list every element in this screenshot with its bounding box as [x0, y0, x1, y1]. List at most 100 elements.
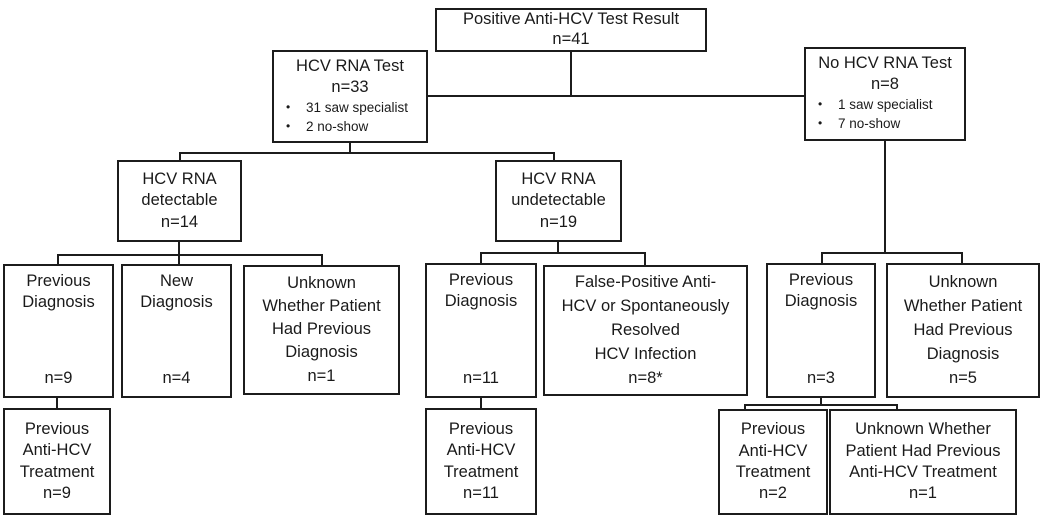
- node-positive-anti-hcv: Positive Anti-HCV Test Result n=41: [435, 8, 707, 52]
- node-previous-treatment-undetectable: Previous Anti-HCV Treatment n=11: [425, 408, 537, 515]
- node-lines: New Diagnosis: [125, 271, 228, 314]
- node-unknown-previous-diagnosis-no-test: Unknown Whether Patient Had Previous Dia…: [886, 263, 1040, 398]
- node-hcv-rna-detectable: HCV RNA detectable n=14: [117, 160, 242, 242]
- node-line: Patient Had Previous: [845, 441, 1001, 460]
- connector-line: [428, 95, 805, 97]
- node-false-positive-or-resolved: False-Positive Anti- HCV or Spontaneousl…: [543, 265, 748, 396]
- bullet-item: • 7 no-show: [806, 115, 964, 134]
- node-bullets: • 31 saw specialist • 2 no-show: [274, 99, 426, 137]
- node-line: Anti-HCV Treatment: [849, 463, 997, 481]
- bullet-icon: •: [286, 100, 291, 115]
- node-line: Diagnosis: [444, 292, 518, 311]
- connector-line: [480, 252, 646, 254]
- connector-line: [480, 252, 482, 265]
- node-count: n=2: [759, 484, 787, 503]
- connector-line: [744, 404, 898, 406]
- connector-line: [557, 240, 559, 254]
- connector-line: [349, 141, 351, 154]
- bullet-item: • 1 saw specialist: [806, 96, 964, 115]
- node-bullets: • 1 saw specialist • 7 no-show: [806, 96, 964, 134]
- node-previous-treatment-detectable: Previous Anti-HCV Treatment n=9: [3, 408, 111, 515]
- connector-line: [570, 52, 572, 97]
- connector-line: [56, 396, 58, 410]
- node-lines: Previous Diagnosis: [770, 270, 872, 313]
- bullet-icon: •: [818, 116, 823, 131]
- connector-line: [884, 139, 886, 254]
- connector-line: [321, 254, 323, 267]
- node-line: Previous: [788, 271, 854, 289]
- connector-line: [57, 254, 323, 256]
- node-count: n=11: [463, 368, 499, 387]
- node-line: Diagnosis: [140, 293, 213, 312]
- node-count: n=5: [949, 368, 977, 387]
- node-previous-diagnosis-no-test: Previous Diagnosis n=3: [766, 263, 876, 398]
- node-line: Diagnosis: [784, 292, 858, 311]
- connector-line: [480, 396, 482, 410]
- node-line: Previous: [740, 420, 806, 439]
- node-line: Anti-HCV: [738, 441, 808, 460]
- node-line: Whether Patient: [262, 297, 381, 316]
- node-lines: Previous Diagnosis: [429, 270, 533, 313]
- bullet-text: 7 no-show: [838, 116, 901, 132]
- connector-line: [178, 254, 180, 266]
- node-line: Resolved: [611, 320, 680, 339]
- bullet-icon: •: [818, 97, 823, 112]
- node-hcv-rna-test: HCV RNA Test n=33 • 31 saw specialist • …: [272, 50, 428, 143]
- node-count: n=3: [807, 368, 835, 387]
- node-line: HCV RNA: [142, 169, 217, 188]
- node-line: HCV or Spontaneously: [561, 296, 730, 315]
- node-line: Diagnosis: [926, 344, 1000, 363]
- node-count: n=33: [331, 77, 369, 96]
- node-line: Anti-HCV: [22, 441, 92, 460]
- node-count: n=14: [160, 212, 199, 231]
- connector-line: [553, 152, 555, 162]
- connector-line: [821, 252, 823, 265]
- node-line: Previous: [448, 271, 514, 289]
- node-lines: Previous Diagnosis: [7, 271, 110, 314]
- node-count: n=11: [463, 483, 499, 502]
- connector-line: [896, 404, 898, 412]
- bullet-text: 1 saw specialist: [838, 97, 933, 113]
- node-line: Treatment: [735, 463, 811, 481]
- node-count: n=1: [307, 366, 336, 385]
- connector-line: [179, 152, 555, 154]
- connector-line: [744, 404, 746, 412]
- node-count: n=8: [871, 74, 899, 93]
- node-line: detectable: [141, 191, 218, 210]
- connector-line: [820, 396, 822, 406]
- node-count: n=19: [539, 212, 578, 231]
- node-title: No HCV RNA Test: [818, 54, 952, 72]
- connector-line: [821, 252, 963, 254]
- node-title: HCV RNA Test: [296, 57, 404, 75]
- node-unknown-previous-treatment-no-test: Unknown Whether Patient Had Previous Ant…: [829, 409, 1017, 515]
- connector-line: [178, 240, 180, 256]
- node-count: n=9: [43, 483, 71, 502]
- node-line: False-Positive Anti-: [574, 273, 717, 291]
- node-line: Previous: [26, 272, 91, 290]
- node-line: undetectable: [511, 191, 606, 210]
- node-no-hcv-rna-test: No HCV RNA Test n=8 • 1 saw specialist •…: [804, 47, 966, 141]
- node-count: n=1: [909, 484, 937, 503]
- node-line: Unknown: [287, 274, 356, 292]
- node-count: n=4: [162, 368, 191, 387]
- node-line: HCV RNA: [521, 169, 596, 188]
- connector-line: [57, 254, 59, 266]
- node-line: Whether Patient: [903, 296, 1023, 315]
- node-new-diagnosis: New Diagnosis n=4: [121, 264, 232, 398]
- node-line: Had Previous: [271, 320, 372, 339]
- node-line: Unknown Whether: [855, 420, 991, 439]
- node-count: n=9: [44, 368, 73, 387]
- node-title: Positive Anti-HCV Test Result: [462, 10, 680, 29]
- node-line: Previous: [24, 419, 90, 438]
- node-hcv-rna-undetectable: HCV RNA undetectable n=19: [495, 160, 622, 242]
- node-line: Treatment: [19, 462, 95, 481]
- connector-line: [961, 252, 963, 265]
- node-line: Had Previous: [913, 320, 1013, 339]
- node-line: Previous: [448, 419, 514, 438]
- node-unknown-previous-diagnosis-detectable: Unknown Whether Patient Had Previous Dia…: [243, 265, 400, 395]
- connector-line: [644, 252, 646, 267]
- node-line: Unknown: [928, 273, 998, 291]
- node-line: HCV Infection: [594, 344, 697, 363]
- node-previous-treatment-no-test: Previous Anti-HCV Treatment n=2: [718, 409, 828, 515]
